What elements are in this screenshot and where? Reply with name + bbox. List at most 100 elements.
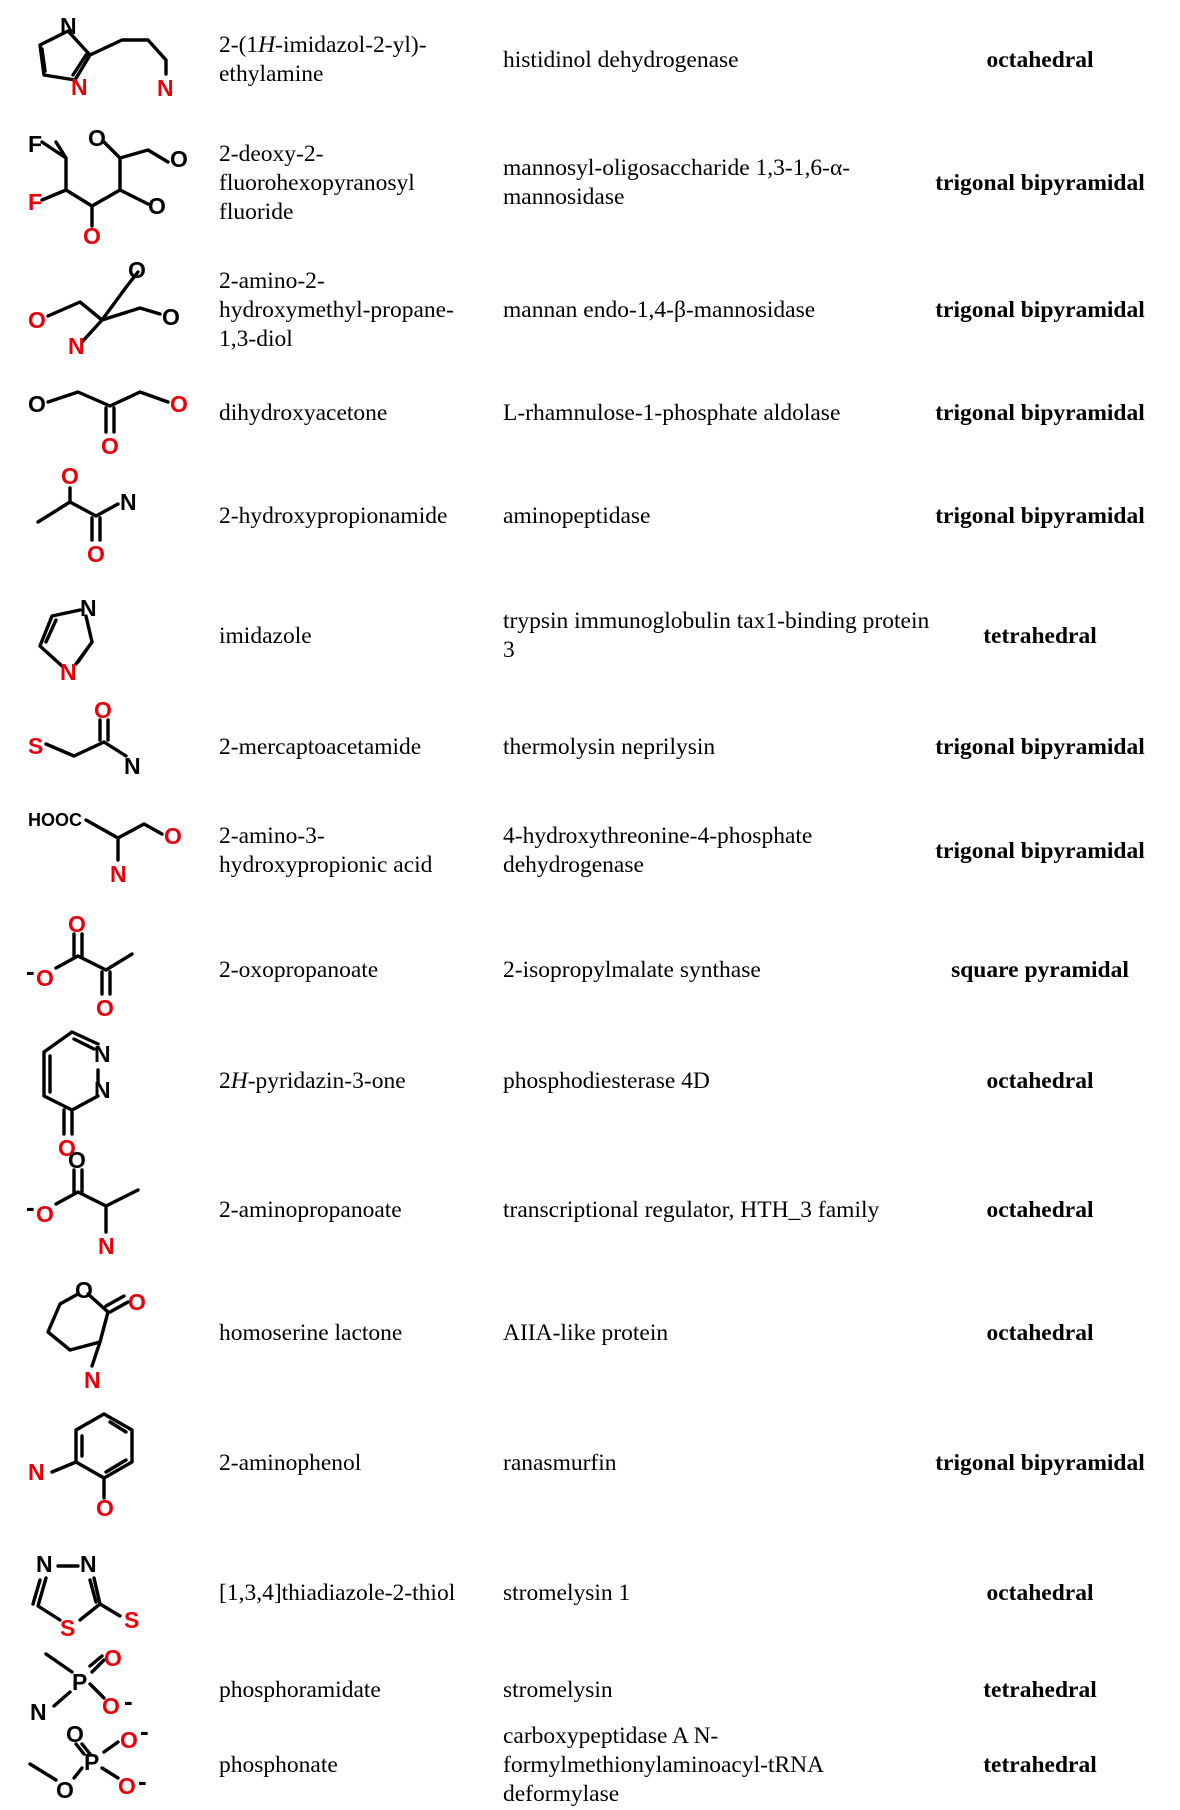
table-row: P O N O - phosphoramidate stromelysin te… — [0, 1644, 1180, 1736]
atom-label: N — [98, 1233, 115, 1259]
atom-label: O — [170, 391, 188, 417]
geometry-cell: trigonal bipyramidal — [935, 399, 1145, 426]
table-row: O O O dihydroxyacetone L-rhamnulose-1-ph… — [0, 370, 1180, 456]
enzyme-name: AIIA-like protein — [503, 1319, 669, 1346]
table-row: N N S S [1,3,4]thiadiazole-2-thiol strom… — [0, 1530, 1180, 1656]
geometry-cell: trigonal bipyramidal — [935, 296, 1145, 323]
atom-label: O — [68, 1147, 86, 1173]
atom-label: O — [36, 965, 54, 991]
structure-fluorohexopyranosyl: F O O F O O — [28, 125, 188, 246]
atom-label: O — [120, 1727, 138, 1753]
structure-tris: O O N O — [28, 257, 180, 359]
ligand-name: 2-amino-2-hydroxymethyl-propane-1,3-diol — [219, 267, 454, 352]
enzyme-name: transcriptional regulator, HTH_3 family — [503, 1196, 880, 1223]
structure-aminophenol: N O — [28, 1412, 134, 1521]
atom-label: O — [66, 1721, 84, 1747]
structure-imidazole: N N — [38, 595, 97, 685]
atom-label: F — [28, 131, 42, 157]
atom-label: N — [60, 659, 77, 685]
enzyme-name: mannan endo-1,4-β-mannosidase — [503, 296, 816, 323]
table-row: O S N 2-mercaptoacetamide thermolysin ne… — [0, 696, 1180, 798]
atom-label: N — [71, 74, 88, 100]
structure-homoserine-lactone: O O N — [46, 1277, 146, 1393]
enzyme-name: histidinol dehydrogenase — [503, 46, 739, 73]
table-row: HOOC O N 2-amino-3-hydroxypropionic acid… — [0, 798, 1180, 904]
structure-phosphoramidate: P O N O - — [30, 1645, 133, 1725]
atom-label: O — [162, 304, 180, 330]
table-row: O O N O 2-amino-2-hydroxymethyl-propane-… — [0, 250, 1180, 370]
structure-serine: HOOC O N — [28, 810, 182, 887]
atom-label: - — [26, 956, 35, 986]
structure-dihydroxyacetone: O O O — [28, 390, 188, 456]
enzyme-name: thermolysin — [503, 733, 616, 760]
enzyme-cell: mannan endo-1,4-β-mannosidase — [503, 250, 943, 370]
atom-label: O — [96, 1495, 114, 1521]
atom-label: S — [60, 1615, 75, 1641]
enzyme-cell: mannosyl-oligosaccharide 1,3-1,6-α-manno… — [503, 120, 943, 246]
geometry-cell: octahedral — [986, 46, 1094, 73]
atom-label: O — [164, 823, 182, 849]
atom-label: N — [80, 595, 97, 621]
atom-label: N — [157, 75, 174, 101]
table-row: N N O 2H-pyridazin-3-one phosphodiestera… — [0, 1004, 1180, 1158]
enzyme-cell: transcriptional regulator, HTH_3 family — [503, 1140, 943, 1280]
atom-label: N — [84, 1367, 101, 1393]
table-row: O - O N 2-aminopropanoate transcriptiona… — [0, 1140, 1180, 1280]
ligand-name: 2H-pyridazin-3-one — [219, 1067, 406, 1094]
enzyme-cell: L-rhamnulose-1-phosphate aldolase — [503, 370, 943, 456]
enzyme-cell: stromelysin 1 — [503, 1530, 943, 1656]
enzyme-name: stromelysin — [503, 1676, 613, 1703]
enzyme-name: mannosyl-oligosaccharide 1,3-1,6-α-manno… — [503, 155, 851, 210]
atom-label: HOOC — [28, 810, 82, 830]
table-row: O N O 2-hydroxypropionamide aminopeptida… — [0, 456, 1180, 576]
atom-label: O — [61, 463, 79, 489]
atom-label: O — [94, 697, 112, 723]
ligand-name: 2-aminophenol — [219, 1449, 362, 1476]
atom-label: O — [28, 391, 46, 417]
enzyme-name: aminopeptidase — [503, 502, 651, 529]
enzyme-name: carboxypeptidase A — [503, 1722, 688, 1749]
enzyme-name: immunoglobulin — [574, 608, 731, 634]
enzyme-name: ranasmurfin — [503, 1449, 617, 1476]
atom-label: O — [128, 257, 146, 283]
atom-label: N — [94, 1077, 111, 1103]
atom-label: O — [83, 223, 101, 246]
enzyme-cell: 4-hydroxythreonine-4-phosphate dehydroge… — [503, 798, 943, 904]
geometry-cell: trigonal bipyramidal — [935, 502, 1145, 529]
geometry-cell: octahedral — [986, 1067, 1094, 1094]
geometry-cell: tetrahedral — [983, 622, 1097, 649]
table-row: N O 2-aminophenol ranasmurfin trigonal b… — [0, 1396, 1180, 1530]
enzyme-cell: thermolysin neprilysin — [503, 696, 943, 798]
structure-oxopropanoate: O - O O — [26, 911, 134, 1021]
atom-label: O — [68, 911, 86, 937]
enzyme-cell: 2-isopropylmalate synthase — [503, 904, 943, 1036]
enzyme-name: trypsin — [503, 608, 569, 634]
atom-label: N — [60, 13, 77, 39]
enzyme-cell: histidinol dehydrogenase — [503, 0, 943, 120]
ligand-name: 2-oxopropanoate — [219, 956, 379, 983]
table-row: F O O F O O 2-deoxy-2-fluorohexopyranosy… — [0, 120, 1180, 246]
atom-label: O — [102, 1693, 120, 1719]
enzyme-cell: stromelysin — [503, 1644, 943, 1736]
enzyme-name: neprilysin — [621, 733, 716, 760]
enzyme-cell: aminopeptidase — [503, 456, 943, 576]
ligand-name: 2-(1H-imidazol-2-yl)-ethylamine — [219, 32, 427, 87]
structure-hydroxypropionamide: O N O — [36, 463, 137, 567]
ligand-name: homoserine lactone — [219, 1319, 403, 1346]
atom-label: P — [72, 1669, 87, 1695]
geometry-cell: octahedral — [986, 1196, 1094, 1223]
enzyme-cell: trypsin immunoglobulin tax1-binding prot… — [503, 576, 943, 696]
atom-label: N — [80, 1551, 97, 1577]
atom-label: O — [101, 433, 119, 456]
enzyme-cell: phosphodiesterase 4D — [503, 1004, 943, 1158]
ligand-name: 2-hydroxypropionamide — [219, 502, 448, 529]
ligand-name: dihydroxyacetone — [219, 399, 388, 426]
geometry-cell: tetrahedral — [983, 1751, 1097, 1778]
ligand-name: phosphoramidate — [219, 1676, 381, 1703]
atom-label: N — [68, 333, 85, 359]
ligand-name: 2-aminopropanoate — [219, 1196, 402, 1223]
atom-label: N — [36, 1551, 53, 1577]
atom-label: O — [87, 541, 105, 567]
enzyme-name: tax1-binding protein 3 — [503, 608, 930, 663]
atom-label: O — [148, 193, 166, 219]
